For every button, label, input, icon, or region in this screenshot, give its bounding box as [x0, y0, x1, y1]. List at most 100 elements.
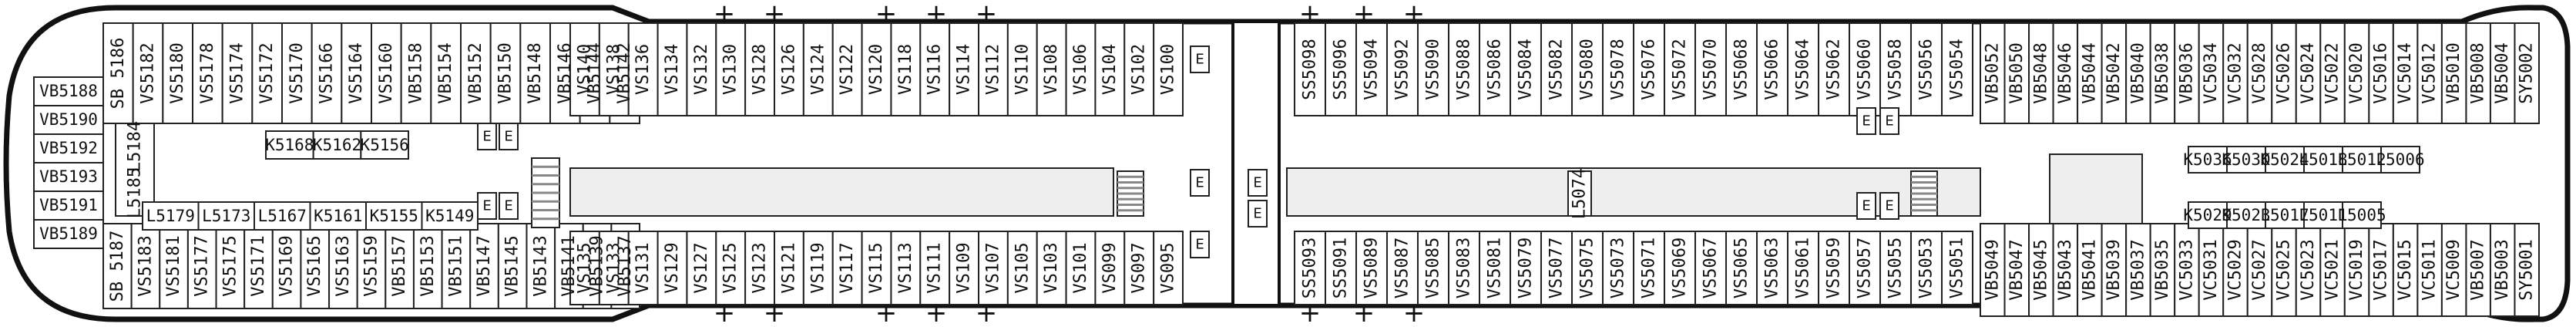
- fwd-top-cabin[interactable]: [2514, 22, 2541, 124]
- aft-top-cabin[interactable]: [460, 22, 492, 124]
- fwd-bottom-cabin[interactable]: [2003, 223, 2030, 317]
- mid-fwd-top-cabin[interactable]: [1479, 22, 1511, 116]
- fwd-top-cabin[interactable]: [2465, 22, 2491, 124]
- mid-fwd-bottom-cabin[interactable]: [1510, 231, 1542, 305]
- fwd-bottom-cabin[interactable]: [2149, 223, 2176, 317]
- fwd-bottom-cabin[interactable]: [2174, 223, 2200, 317]
- aft-top-cabin[interactable]: [311, 22, 343, 124]
- fwd-interior-top-cabin[interactable]: [2188, 146, 2228, 174]
- aft-bottom-cabin[interactable]: [102, 223, 133, 309]
- aft-top-cabin[interactable]: [400, 22, 432, 124]
- mid-fwd-top-cabin[interactable]: [1910, 22, 1943, 116]
- fwd-top-cabin[interactable]: [2052, 22, 2079, 124]
- aft-side-room[interactable]: [115, 123, 155, 217]
- mid-fwd-bottom-cabin[interactable]: [1540, 231, 1573, 305]
- mid-fwd-top-cabin[interactable]: [1325, 22, 1357, 116]
- aft-bottom-cabin[interactable]: [243, 223, 274, 309]
- mid-aft-bottom-cabin[interactable]: [744, 231, 776, 305]
- mid-fwd-top-cabin[interactable]: [1510, 22, 1542, 116]
- stern-cabin[interactable]: [33, 190, 104, 221]
- mid-fwd-bottom-cabin[interactable]: [1849, 231, 1881, 305]
- aft-top-cabin[interactable]: [519, 22, 551, 124]
- mid-fwd-bottom-cabin[interactable]: [1818, 231, 1850, 305]
- mid-fwd-bottom-cabin[interactable]: [1355, 231, 1388, 305]
- mid-fwd-top-cabin[interactable]: [1694, 22, 1727, 116]
- fwd-bottom-cabin[interactable]: [2416, 223, 2443, 317]
- stern-cabin[interactable]: [33, 133, 104, 164]
- mid-fwd-top-cabin[interactable]: [1571, 22, 1604, 116]
- aft-interior-top-cabin[interactable]: [265, 130, 314, 160]
- mid-aft-top-cabin[interactable]: [1006, 22, 1038, 116]
- fwd-interior-bottom-cabin[interactable]: [2226, 201, 2266, 229]
- mid-aft-top-cabin[interactable]: [774, 22, 804, 116]
- fwd-bottom-cabin[interactable]: [2319, 223, 2346, 317]
- aft-bottom-cabin[interactable]: [215, 223, 246, 309]
- mid-aft-bottom-cabin[interactable]: [949, 231, 979, 305]
- mid-fwd-top-cabin[interactable]: [1294, 22, 1326, 116]
- fwd-top-cabin[interactable]: [2440, 22, 2467, 124]
- stern-cabin[interactable]: [33, 105, 104, 135]
- mid-aft-top-cabin[interactable]: [1036, 22, 1067, 116]
- fwd-top-cabin[interactable]: [2101, 22, 2128, 124]
- mid-fwd-bottom-cabin[interactable]: [1879, 231, 1912, 305]
- mid-aft-bottom-cabin[interactable]: [569, 231, 600, 305]
- mid-fwd-top-cabin[interactable]: [1787, 22, 1819, 116]
- mid-fwd-center-room[interactable]: [1567, 170, 1592, 217]
- aft-interior-bottom-cabin[interactable]: [365, 201, 423, 231]
- mid-fwd-bottom-cabin[interactable]: [1386, 231, 1419, 305]
- mid-aft-bottom-cabin[interactable]: [1006, 231, 1038, 305]
- fwd-bottom-cabin[interactable]: [2465, 223, 2491, 317]
- mid-aft-top-cabin[interactable]: [715, 22, 747, 116]
- mid-fwd-top-cabin[interactable]: [1879, 22, 1912, 116]
- mid-aft-top-cabin[interactable]: [1065, 22, 1097, 116]
- mid-fwd-bottom-cabin[interactable]: [1602, 231, 1634, 305]
- aft-interior-bottom-cabin[interactable]: [197, 201, 255, 231]
- mid-aft-top-cabin[interactable]: [627, 22, 659, 116]
- mid-fwd-bottom-cabin[interactable]: [1941, 231, 1973, 305]
- mid-fwd-top-cabin[interactable]: [1633, 22, 1665, 116]
- fwd-top-cabin[interactable]: [2174, 22, 2200, 124]
- mid-aft-bottom-cabin[interactable]: [686, 231, 717, 305]
- aft-bottom-cabin[interactable]: [356, 223, 387, 309]
- mid-aft-top-cabin[interactable]: [744, 22, 776, 116]
- mid-aft-top-cabin[interactable]: [831, 22, 863, 116]
- fwd-bottom-cabin[interactable]: [2392, 223, 2419, 317]
- fwd-top-cabin[interactable]: [2003, 22, 2030, 124]
- fwd-top-cabin[interactable]: [2392, 22, 2419, 124]
- mid-aft-bottom-cabin[interactable]: [1123, 231, 1155, 305]
- fwd-interior-top-cabin[interactable]: [2380, 146, 2420, 174]
- fwd-top-cabin[interactable]: [2319, 22, 2346, 124]
- fwd-bottom-cabin[interactable]: [2077, 223, 2103, 317]
- fwd-bottom-cabin[interactable]: [2028, 223, 2054, 317]
- mid-aft-bottom-cabin[interactable]: [627, 231, 659, 305]
- aft-top-cabin[interactable]: [371, 22, 402, 124]
- mid-fwd-bottom-cabin[interactable]: [1448, 231, 1480, 305]
- mid-aft-bottom-cabin[interactable]: [1094, 231, 1126, 305]
- mid-fwd-bottom-cabin[interactable]: [1910, 231, 1943, 305]
- mid-aft-bottom-cabin[interactable]: [774, 231, 804, 305]
- mid-fwd-bottom-cabin[interactable]: [1664, 231, 1696, 305]
- fwd-bottom-cabin[interactable]: [2489, 223, 2516, 317]
- mid-fwd-top-cabin[interactable]: [1448, 22, 1480, 116]
- fwd-bottom-cabin[interactable]: [2440, 223, 2467, 317]
- fwd-top-cabin[interactable]: [2271, 22, 2297, 124]
- fwd-bottom-cabin[interactable]: [1980, 223, 2006, 317]
- fwd-top-cabin[interactable]: [2198, 22, 2225, 124]
- mid-aft-bottom-cabin[interactable]: [1036, 231, 1067, 305]
- aft-top-cabin[interactable]: [281, 22, 313, 124]
- fwd-top-cabin[interactable]: [2489, 22, 2516, 124]
- aft-interior-bottom-cabin[interactable]: [254, 201, 311, 231]
- fwd-top-cabin[interactable]: [2125, 22, 2151, 124]
- mid-aft-bottom-cabin[interactable]: [802, 231, 834, 305]
- stern-cabin[interactable]: [33, 219, 104, 249]
- mid-aft-bottom-cabin[interactable]: [831, 231, 863, 305]
- mid-fwd-top-cabin[interactable]: [1941, 22, 1973, 116]
- aft-bottom-cabin[interactable]: [497, 223, 528, 309]
- mid-aft-top-cabin[interactable]: [802, 22, 834, 116]
- mid-aft-top-cabin[interactable]: [686, 22, 717, 116]
- mid-fwd-top-cabin[interactable]: [1602, 22, 1634, 116]
- mid-aft-top-cabin[interactable]: [978, 22, 1009, 116]
- fwd-bottom-cabin[interactable]: [2198, 223, 2225, 317]
- aft-top-cabin[interactable]: [221, 22, 254, 124]
- mid-aft-top-cabin[interactable]: [598, 22, 630, 116]
